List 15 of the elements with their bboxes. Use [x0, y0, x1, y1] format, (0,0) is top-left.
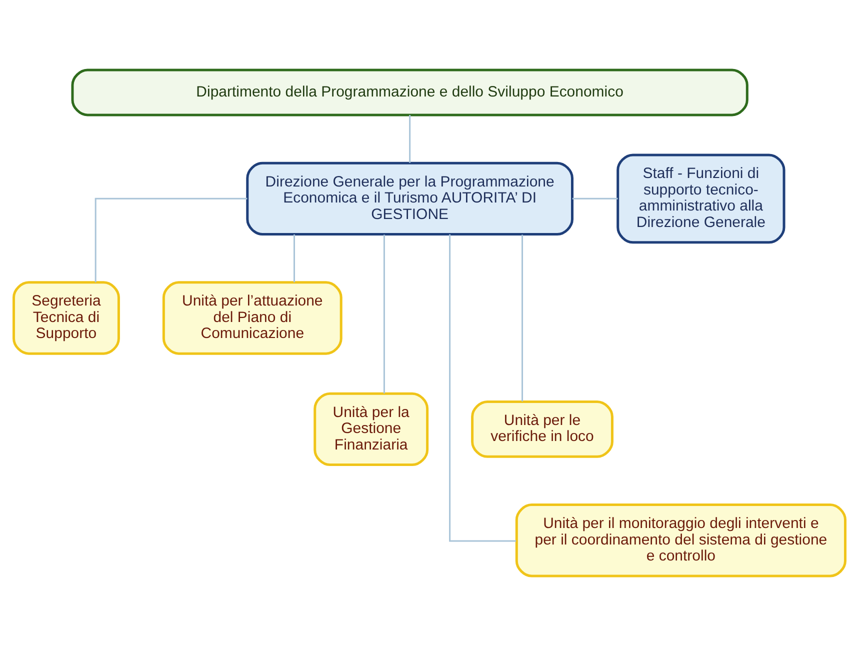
- node-box: Direzione Generale per la Programmazione Economica e il Turismo AUTORITA’ DI GESTIONE: [246, 162, 574, 236]
- connector: [572, 198, 618, 200]
- node-box: Dipartimento della Programmazione e dello Sviluppo Economico: [71, 68, 748, 116]
- connector: [409, 115, 411, 163]
- node-box: Unità per la Gestione Finanziaria: [314, 392, 429, 466]
- connector: [94, 198, 248, 282]
- node-box: Unità per l’attuazione del Piano di Comunicazione: [162, 281, 342, 355]
- node-box: Segreteria Tecnica di Supporto: [12, 281, 120, 355]
- node-box: Unità per il monitoraggio degli interventi e per il coordinamento del sistema di gestione e controllo: [515, 504, 846, 578]
- node-box: Staff - Funzioni di supporto tecnico-amministrativo alla Direzione Generale: [616, 154, 786, 244]
- connector: [294, 234, 295, 282]
- connector: [449, 234, 516, 542]
- connector: [522, 234, 524, 402]
- connector: [383, 234, 385, 394]
- node-box: Unità per le verifiche in loco: [471, 400, 614, 458]
